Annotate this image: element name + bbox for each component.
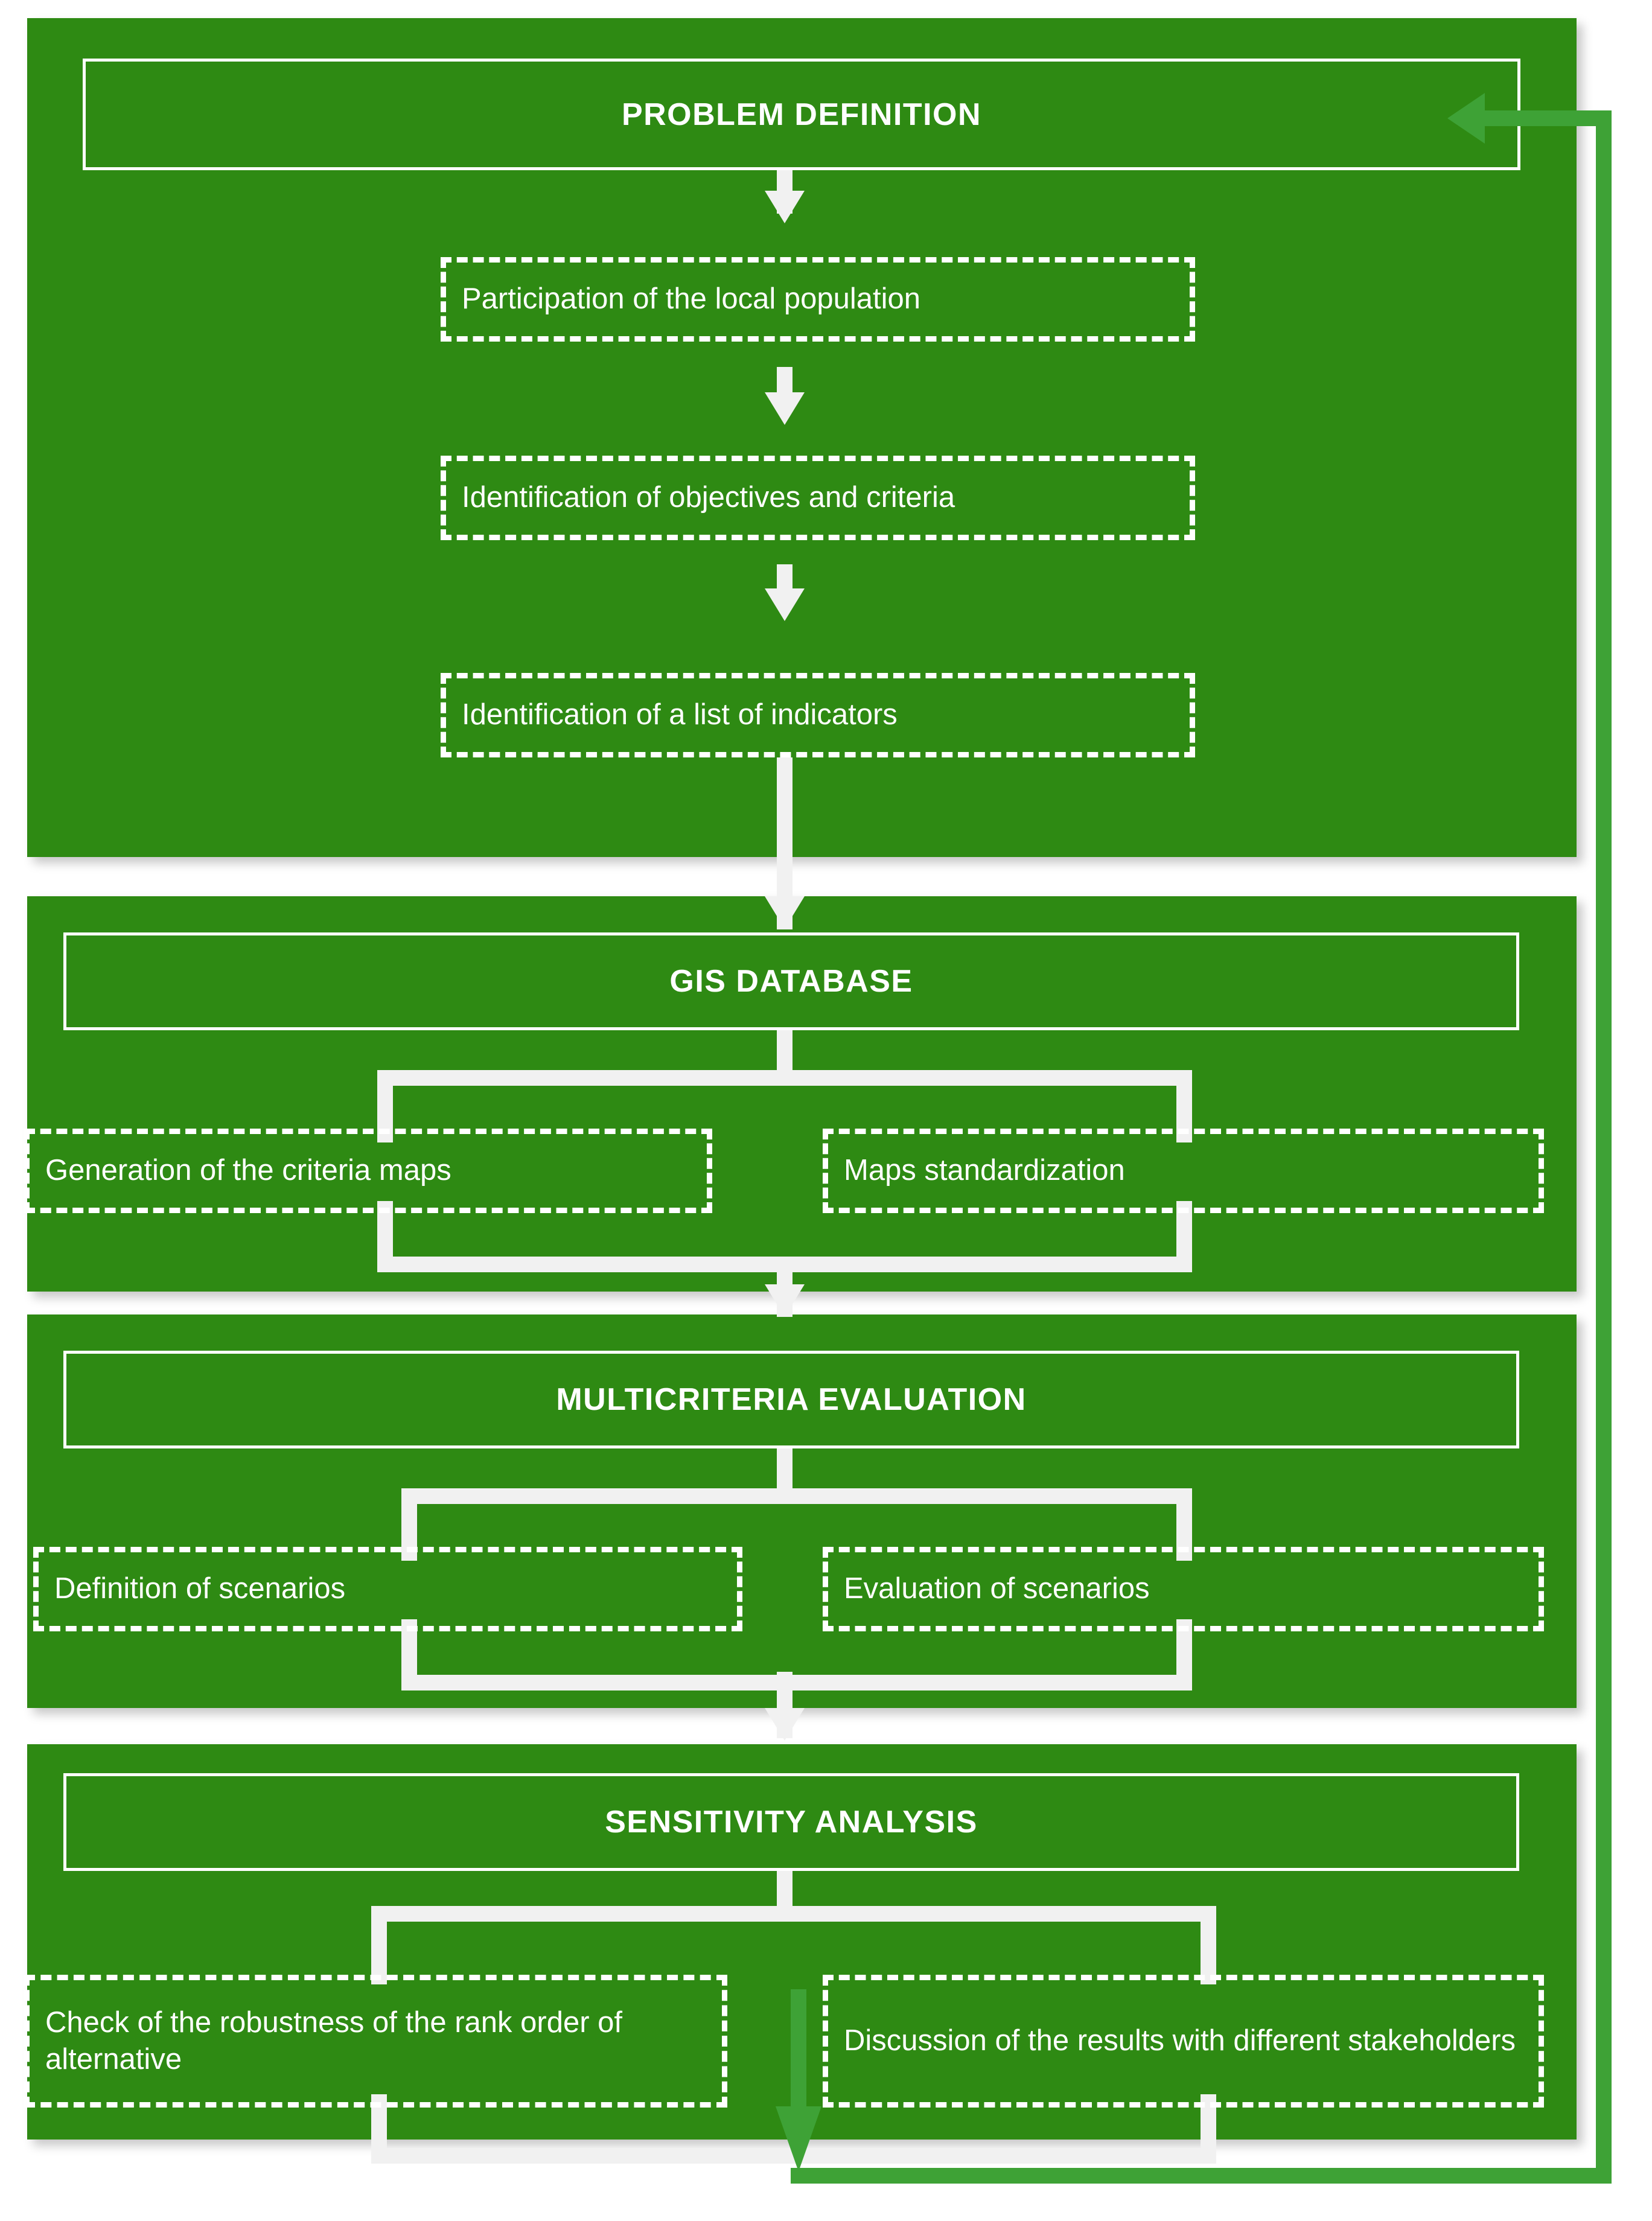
connector-arrow-head-icon	[765, 392, 805, 425]
connector-arrow-head-icon	[765, 191, 805, 223]
step-box-maps-standardization: Maps standardization	[823, 1129, 1544, 1213]
feedback-loop-top-segment	[1482, 110, 1612, 126]
feedback-loop-right-segment	[1596, 118, 1612, 2184]
step-box-participation: Participation of the local population	[441, 257, 1195, 342]
inter-panel-arrow-head-icon-1	[765, 896, 805, 929]
connector-arrow-stem-out	[777, 757, 793, 857]
step-label: Discussion of the results with different…	[844, 2024, 1516, 2057]
step-box-evaluation-scenarios: Evaluation of scenarios	[823, 1547, 1544, 1631]
step-box-definition-scenarios: Definition of scenarios	[33, 1547, 742, 1631]
step-label: Participation of the local population	[462, 282, 921, 316]
split-bracket-top	[377, 1070, 1192, 1086]
step-box-stakeholder-discussion: Discussion of the results with different…	[823, 1975, 1544, 2108]
feedback-loop-arrowhead-icon	[1447, 93, 1485, 144]
stage-panel-problem-definition: PROBLEM DEFINITION Participation of the …	[27, 18, 1577, 857]
inter-panel-arrow-head-icon-2	[765, 1284, 805, 1317]
stage-header-label: GIS DATABASE	[669, 964, 913, 999]
stage-header-label: PROBLEM DEFINITION	[621, 97, 982, 132]
step-box-objectives-criteria: Identification of objectives and criteri…	[441, 456, 1195, 540]
split-bracket-top	[371, 1906, 1216, 1922]
stage-header-multicriteria-evaluation: MULTICRITERIA EVALUATION	[63, 1351, 1519, 1448]
split-branch-left	[371, 1906, 387, 1984]
step-label: Generation of the criteria maps	[45, 1154, 451, 1187]
stage-header-gis-database: GIS DATABASE	[63, 932, 1519, 1030]
stage-header-sensitivity-analysis: SENSITIVITY ANALYSIS	[63, 1773, 1519, 1871]
step-label: Check of the robustness of the rank orde…	[45, 2006, 623, 2076]
step-box-robustness-check: Check of the robustness of the rank orde…	[24, 1975, 727, 2108]
split-bracket-top	[401, 1488, 1192, 1504]
step-label: Definition of scenarios	[54, 1572, 346, 1605]
step-label: Identification of a list of indicators	[462, 698, 898, 731]
inter-panel-arrow-head-icon-3	[765, 1708, 805, 1741]
stage-header-label: SENSITIVITY ANALYSIS	[605, 1805, 978, 1840]
stage-panel-multicriteria-evaluation: MULTICRITERIA EVALUATION Definition of s…	[27, 1314, 1577, 1710]
feedback-loop-down-segment	[791, 1989, 806, 2110]
split-branch-right	[1201, 1906, 1216, 1984]
merge-bracket-bottom	[401, 1675, 1192, 1690]
step-box-criteria-maps: Generation of the criteria maps	[24, 1129, 712, 1213]
step-label: Maps standardization	[844, 1154, 1125, 1187]
step-label: Identification of objectives and criteri…	[462, 481, 955, 514]
feedback-loop-bottom-segment	[791, 2168, 1612, 2184]
stage-panel-gis-database: GIS DATABASE Generation of the criteria …	[24, 896, 1577, 1293]
connector-arrow-head-icon	[765, 588, 805, 621]
step-box-indicators: Identification of a list of indicators	[441, 673, 1195, 757]
stage-header-label: MULTICRITERIA EVALUATION	[556, 1382, 1027, 1417]
stage-header-problem-definition: PROBLEM DEFINITION	[83, 59, 1520, 170]
feedback-loop-down-arrowhead-icon	[776, 2106, 821, 2172]
step-label: Evaluation of scenarios	[844, 1572, 1150, 1605]
